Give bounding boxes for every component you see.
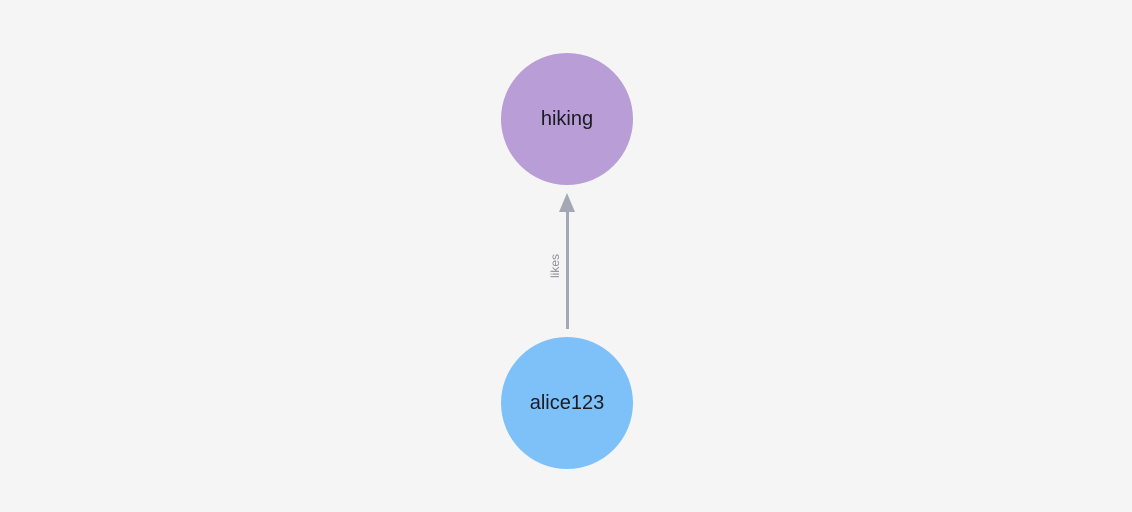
edge-likes-line — [566, 207, 569, 329]
edge-likes-label: likes — [548, 254, 562, 279]
node-alice123-label: alice123 — [529, 391, 605, 414]
node-alice123[interactable]: alice123 — [501, 337, 633, 469]
node-hiking-label: hiking — [540, 107, 594, 130]
arrowhead-up-icon — [559, 193, 575, 212]
node-hiking[interactable]: hiking — [501, 53, 633, 185]
